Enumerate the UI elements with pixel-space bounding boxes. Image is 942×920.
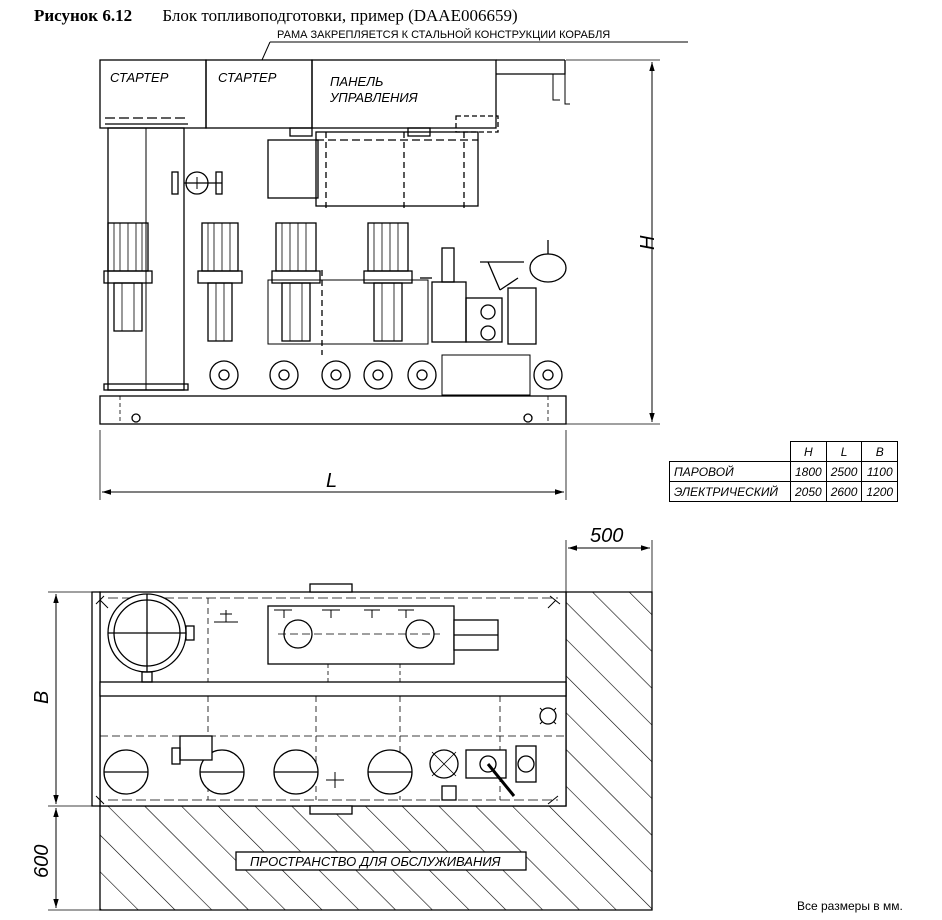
spec-row-steam: ПАРОВОЙ 1800 2500 1100: [669, 461, 899, 482]
spec-cell: 1800: [790, 461, 827, 482]
pump-3: [271, 222, 321, 342]
control-panel-cabinet: [311, 59, 497, 129]
dimension-600: 600: [31, 845, 53, 878]
spec-cell: 2600: [825, 481, 863, 502]
dimension-L: L: [326, 470, 337, 492]
dimension-500: 500: [590, 525, 623, 547]
spec-corner: [670, 442, 791, 462]
spec-cell: 1200: [861, 481, 899, 502]
figure-caption: Рисунок 6.12 Блок топливоподготовки, при…: [34, 6, 518, 26]
spec-row-name: ЭЛЕКТРИЧЕСКИЙ: [669, 481, 791, 502]
dimension-B: B: [31, 691, 53, 704]
starter-2-label: СТАРТЕР: [218, 70, 277, 85]
spec-header-h: H: [790, 441, 827, 462]
pump-4: [363, 222, 413, 342]
service-space-label: ПРОСТРАНСТВО ДЛЯ ОБСЛУЖИВАНИЯ: [250, 854, 501, 869]
spec-cell: 2050: [790, 481, 827, 502]
panel-label-line2: УПРАВЛЕНИЯ: [329, 90, 418, 105]
spec-table: H L B ПАРОВОЙ 1800 2500 1100 ЭЛЕКТРИЧЕСК…: [669, 441, 899, 502]
pump-2: [197, 222, 243, 342]
dimension-H: H: [637, 235, 659, 250]
units-footnote: Все размеры в мм.: [797, 899, 903, 913]
frame-note: РАМА ЗАКРЕПЛЯЕТСЯ К СТАЛЬНОЙ КОНСТРУКЦИИ…: [277, 28, 610, 41]
spec-cell: 1100: [861, 461, 899, 482]
flange-row: [209, 354, 563, 396]
pump-1: [103, 222, 153, 332]
plan-view: [48, 540, 653, 911]
figure-title: Блок топливоподготовки, пример (DAAE0066…: [162, 6, 518, 25]
spec-cell: 2500: [825, 461, 863, 482]
panel-label-line1: ПАНЕЛЬ: [330, 74, 384, 89]
starter-1-label: СТАРТЕР: [110, 70, 169, 85]
spec-header-l: L: [825, 441, 863, 462]
base-frame: [99, 395, 567, 425]
figure-number: Рисунок 6.12: [34, 6, 133, 25]
spec-header-b: B: [861, 441, 899, 462]
spec-row-electric: ЭЛЕКТРИЧЕСКИЙ 2050 2600 1200: [669, 481, 899, 502]
front-elevation-view: [99, 41, 688, 500]
spec-row-name: ПАРОВОЙ: [669, 461, 791, 482]
spec-header-row: H L B: [670, 441, 899, 462]
plan-pumps: [103, 735, 413, 795]
